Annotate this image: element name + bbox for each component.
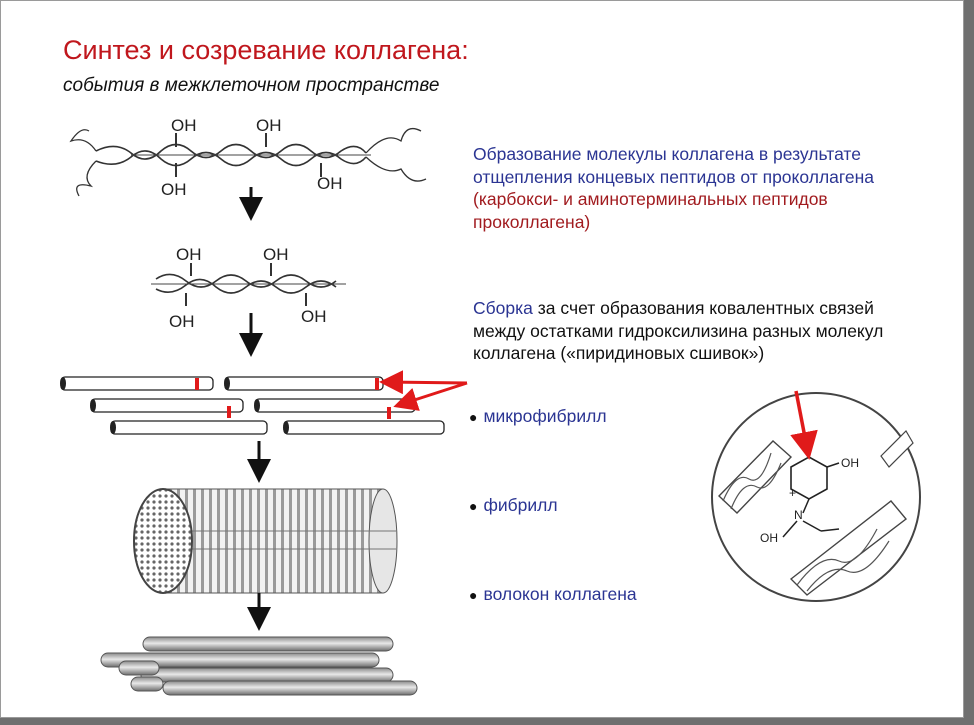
collagen-maturation-diagram: OH OH OH OH OH OH OH OH bbox=[60, 116, 921, 696]
collagen-fibril bbox=[133, 488, 398, 594]
oh-label: OH bbox=[171, 116, 197, 135]
crosslink-mark bbox=[375, 378, 379, 390]
oh-label: OH bbox=[317, 174, 343, 193]
red-pointer-arrow bbox=[790, 390, 818, 460]
pyridinoline-crosslink-inset: OH N + OH bbox=[711, 392, 921, 602]
oh-label: OH bbox=[176, 245, 202, 264]
crosslink-mark bbox=[227, 406, 231, 418]
staggered-collagen-molecules bbox=[60, 376, 445, 435]
collagen-molecule: OH OH OH OH bbox=[151, 245, 346, 331]
nitrogen-label: N bbox=[794, 508, 803, 522]
plus-charge-label: + bbox=[789, 486, 796, 500]
collagen-rod bbox=[283, 420, 445, 435]
page-title: Синтез и созревание коллагена: bbox=[63, 35, 469, 65]
bullet-label: волокон коллагена bbox=[483, 584, 637, 604]
red-pointer-arrow bbox=[393, 381, 468, 411]
oh-label: OH bbox=[256, 116, 282, 135]
assembly-text: за счет образования ковалентных связей м… bbox=[473, 298, 884, 363]
collagen-rod bbox=[60, 376, 214, 391]
oh-label: OH bbox=[169, 312, 195, 331]
crosslink-mark bbox=[195, 378, 199, 390]
bullet-label: микрофибрилл bbox=[483, 406, 607, 426]
oh-label: OH bbox=[161, 180, 187, 199]
oh-label: OH bbox=[263, 245, 289, 264]
bullet-dot: ● bbox=[469, 587, 478, 603]
collagen-fiber-bundle bbox=[100, 636, 418, 696]
assembly-keyword: Сборка bbox=[473, 298, 533, 318]
bullet-item: ● фибрилл bbox=[469, 495, 558, 516]
bullet-dot: ● bbox=[469, 409, 478, 425]
bullet-dot: ● bbox=[469, 498, 478, 514]
oh-label: OH bbox=[760, 531, 778, 545]
bullet-item: ● микрофибрилл bbox=[469, 406, 607, 427]
collagen-rod bbox=[110, 420, 268, 435]
page-subtitle: события в межклеточном пространстве bbox=[63, 75, 440, 96]
formation-text: Образование молекулы коллагена в результ… bbox=[473, 144, 875, 187]
bullet-label: фибрилл bbox=[483, 495, 558, 515]
oh-label: OH bbox=[301, 307, 327, 326]
assembly-description: Сборка за счет образования ковалентных с… bbox=[473, 297, 923, 365]
red-pointer-arrow bbox=[379, 370, 468, 395]
propeptide-note: (карбокси- и аминотерминальных пептидов … bbox=[473, 189, 828, 232]
bullet-item: ● волокон коллагена bbox=[469, 584, 637, 605]
oh-label: OH bbox=[841, 456, 859, 470]
crosslink-mark bbox=[387, 407, 391, 419]
procollagen-molecule: OH OH OH OH bbox=[69, 116, 427, 199]
collagen-rod bbox=[224, 376, 384, 391]
collagen-rod bbox=[90, 398, 244, 413]
formation-description: Образование молекулы коллагена в результ… bbox=[473, 143, 923, 233]
